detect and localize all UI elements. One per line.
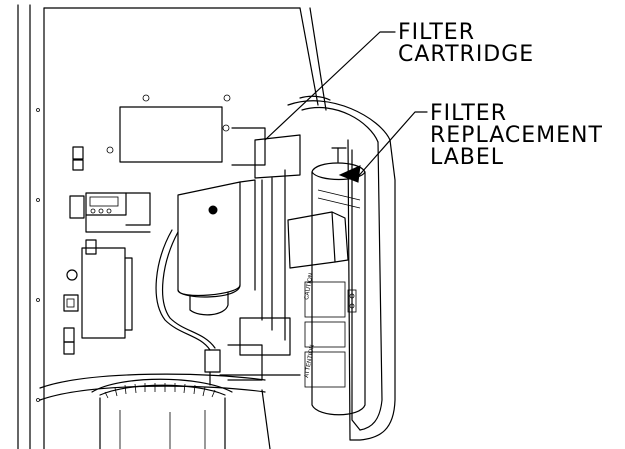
- bottom-tray: [39, 373, 266, 449]
- rear-filter: [177, 179, 256, 316]
- attention-text: ATTENTION: [304, 344, 316, 378]
- filter-cartridge-callout-line2: CARTRIDGE: [398, 42, 535, 67]
- tubing: [155, 229, 221, 386]
- replacement-label-callout-line1: FILTER: [430, 101, 507, 126]
- mounting-plate: [106, 94, 231, 163]
- filter-cartridge-callout: FILTER CARTRIDGE: [398, 22, 534, 66]
- replacement-label-callout-line3: LABEL: [430, 145, 505, 170]
- control-components: [63, 146, 151, 355]
- replacement-label-callout: FILTER REPLACEMENT LABEL: [430, 103, 603, 169]
- cartridge-warning-labels: CAUTION ATTENTION: [304, 273, 316, 379]
- hinge-bracket: [219, 127, 301, 381]
- cabinet-panel: [17, 4, 327, 449]
- filter-cartridge: [287, 147, 366, 416]
- front-cover: [287, 95, 396, 441]
- filter-cartridge-callout-line1: FILTER: [398, 20, 475, 45]
- caution-text: CAUTION: [304, 273, 315, 301]
- replacement-label-callout-line2: REPLACEMENT: [430, 123, 603, 148]
- leader-lines: [264, 31, 428, 181]
